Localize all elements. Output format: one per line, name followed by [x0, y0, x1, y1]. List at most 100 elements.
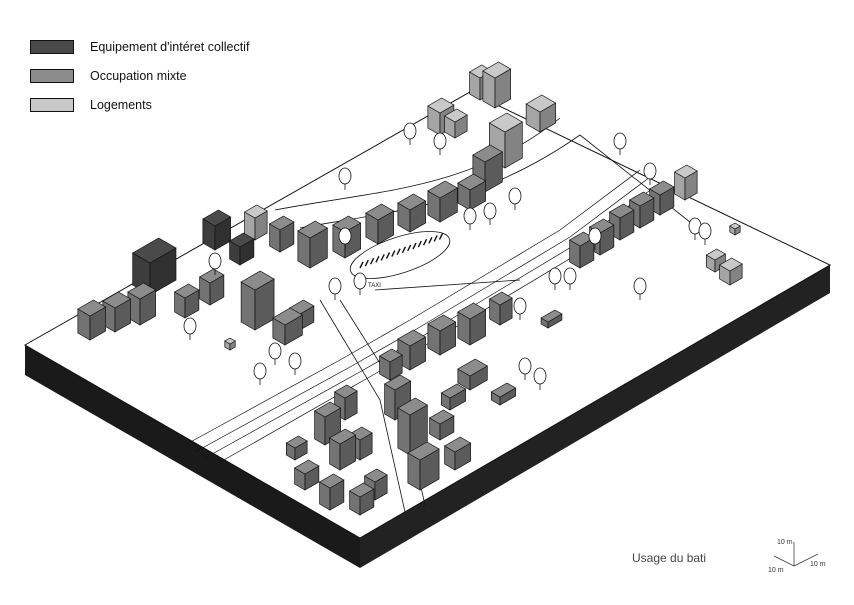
building-roof — [440, 383, 467, 399]
building — [397, 329, 427, 371]
building — [240, 270, 275, 331]
building-roof — [482, 61, 512, 79]
building-roof — [628, 191, 655, 207]
trees — [183, 122, 712, 390]
parking-space — [433, 235, 438, 242]
building-roof — [285, 435, 308, 449]
building-roof — [407, 441, 440, 461]
building-roof — [383, 374, 412, 391]
building-roof — [457, 302, 487, 320]
parking-lot — [349, 231, 451, 279]
building-roof — [443, 436, 472, 453]
plinth-right — [360, 265, 830, 568]
building-roof — [525, 94, 557, 113]
tree — [353, 272, 367, 295]
tree-crown — [643, 162, 657, 180]
parking-space — [391, 250, 396, 257]
building — [540, 309, 563, 329]
building-roof — [608, 203, 635, 219]
tree — [518, 357, 532, 380]
building — [268, 215, 295, 253]
building-roof — [427, 180, 459, 199]
building — [243, 204, 268, 241]
building-roof — [202, 209, 232, 227]
tree-crown — [483, 202, 497, 220]
building-roof — [243, 204, 268, 219]
legend-swatch-logements — [30, 97, 74, 112]
building — [482, 61, 512, 109]
building-roof — [648, 180, 675, 196]
tree-crown — [208, 252, 222, 270]
building — [224, 337, 236, 351]
parking-space — [369, 257, 375, 265]
building-roof — [297, 220, 329, 239]
building-roof — [228, 232, 255, 248]
building — [228, 232, 255, 266]
legend-item-mixte: Occupation mixte — [30, 61, 249, 90]
building — [729, 222, 741, 236]
building — [348, 482, 375, 516]
tree-crown — [548, 267, 562, 285]
parking-space — [359, 261, 364, 269]
ground-plane — [23, 91, 832, 539]
parking-space — [407, 244, 412, 252]
building-roof — [102, 291, 132, 309]
tree-crown — [698, 222, 712, 240]
building-roof — [272, 307, 304, 326]
building-roof — [318, 473, 345, 489]
roads — [274, 117, 701, 513]
plinth-front — [25, 345, 360, 568]
building — [285, 435, 308, 461]
tree — [633, 277, 647, 300]
building-roof — [729, 222, 741, 230]
tree-crown — [253, 362, 267, 380]
building — [407, 441, 440, 491]
building-roof — [77, 299, 107, 317]
building — [202, 209, 232, 251]
tree — [403, 122, 417, 145]
building — [293, 459, 320, 491]
legend-label-equipement: Equipement d'intéret collectif — [90, 39, 250, 54]
building-roof — [443, 108, 468, 123]
building-roof — [428, 409, 455, 425]
tree-crown — [613, 132, 627, 150]
parking-space — [375, 255, 380, 263]
building — [318, 473, 345, 511]
building — [718, 257, 743, 286]
parking-space — [438, 233, 444, 240]
tree-crown — [518, 357, 532, 375]
parking-space — [380, 254, 385, 261]
parking-space — [428, 236, 433, 244]
tree-crown — [508, 187, 522, 205]
tree — [688, 217, 702, 240]
scale-label-up: 10 m — [777, 539, 793, 546]
tree — [613, 132, 627, 155]
tree — [698, 222, 712, 245]
parking-space — [364, 259, 369, 267]
tree-crown — [533, 367, 547, 385]
building-roof — [348, 482, 375, 498]
legend: Equipement d'intéret collectif Occupatio… — [30, 32, 249, 119]
building — [457, 358, 489, 391]
tree — [563, 267, 577, 290]
tree — [268, 342, 282, 365]
scale-label-right: 10 m — [810, 561, 826, 568]
building — [427, 180, 459, 223]
building — [297, 220, 329, 269]
parking-space — [385, 252, 391, 259]
tree — [643, 162, 657, 185]
building-roof — [490, 382, 517, 398]
building-roof — [427, 314, 457, 332]
tree — [508, 187, 522, 210]
building — [198, 268, 225, 306]
building-roof — [568, 231, 595, 247]
building — [427, 314, 457, 356]
tree — [463, 207, 477, 230]
legend-label-logements: Logements — [90, 97, 152, 112]
parking-space — [401, 246, 407, 254]
tree-crown — [338, 227, 352, 245]
legend-item-equipement: Equipement d'intéret collectif — [30, 32, 249, 61]
tree — [328, 277, 342, 300]
